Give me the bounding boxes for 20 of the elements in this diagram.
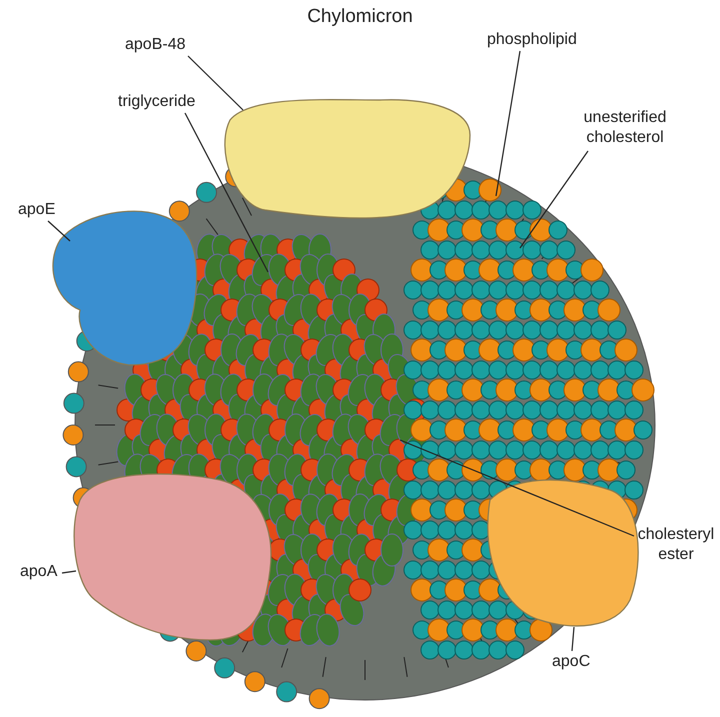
leader-line: [184, 112, 269, 272]
callout-label: unesterified cholesterol: [570, 108, 680, 148]
leader-line: [48, 220, 70, 242]
callout-label: cholesteryl ester: [632, 525, 720, 565]
apoprotein-blob: [74, 473, 272, 641]
callout-label: apoE: [18, 200, 56, 220]
leader-line: [188, 56, 244, 110]
leader-line: [571, 626, 575, 652]
callout-label: apoC: [552, 652, 590, 672]
apoprotein-blob: [224, 99, 471, 218]
title: Chylomicron: [306, 6, 414, 28]
leader-line: [62, 570, 76, 574]
callout-label: phospholipid: [487, 30, 577, 50]
leader-line: [495, 50, 521, 196]
callout-label: triglyceride: [118, 92, 196, 112]
callout-label: apoB-48: [125, 35, 186, 55]
apoprotein-blob: [487, 479, 639, 627]
callout-label: apoA: [20, 562, 58, 582]
leader-line: [520, 150, 588, 248]
leader-line: [400, 439, 634, 537]
